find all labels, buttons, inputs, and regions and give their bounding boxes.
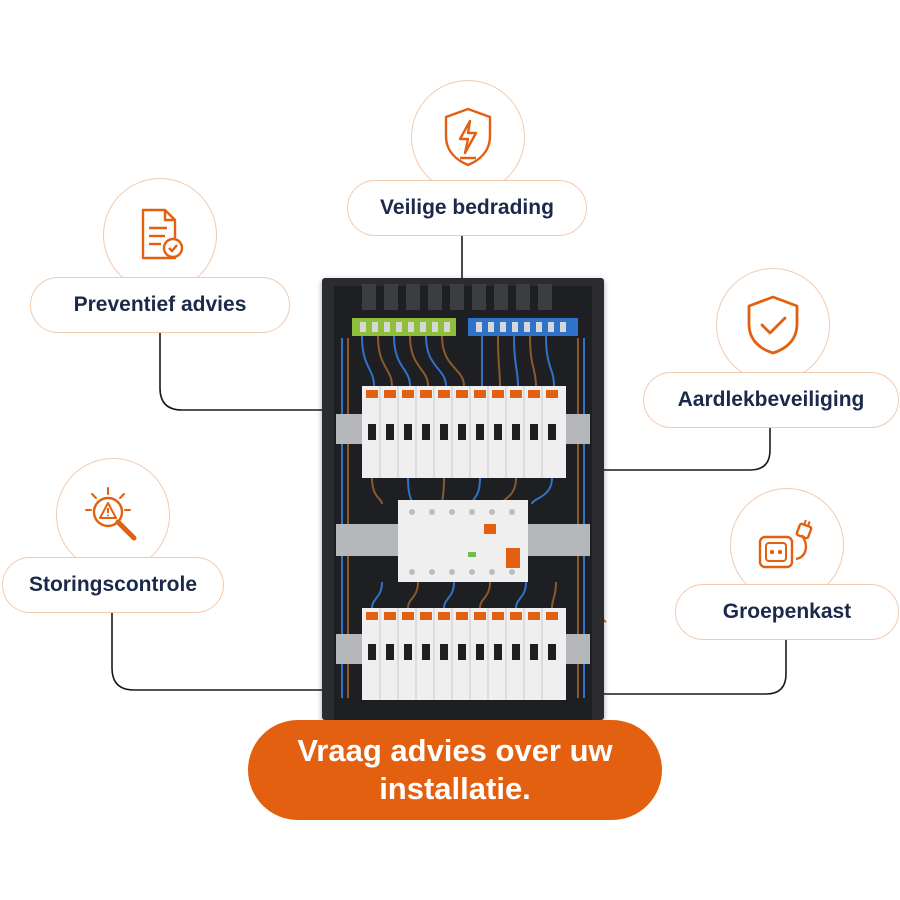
cta-button[interactable]: Vraag advies over uw installatie.: [248, 720, 662, 820]
preventief-advies-label: Preventief advies: [30, 277, 290, 333]
preventief-advies-icon-circle: [103, 178, 217, 292]
aardlekbeveiliging-text: Aardlekbeveiliging: [677, 388, 865, 411]
electrical-panel-image: [322, 278, 604, 720]
aardlekbeveiliging-icon-circle: [716, 268, 830, 382]
shield-check-icon: [747, 295, 799, 355]
socket-plug-icon: [758, 519, 813, 569]
document-check-icon: [141, 208, 184, 260]
veilige-bedrading-label: Veilige bedrading: [347, 180, 587, 236]
aardlekbeveiliging-label: Aardlekbeveiliging: [643, 372, 899, 428]
storingscontrole-label: Storingscontrole: [2, 557, 224, 613]
storingscontrole-icon-circle: [56, 458, 170, 572]
cta-text: Vraag advies over uw installatie.: [297, 733, 613, 806]
veilige-bedrading-icon-circle: [411, 80, 525, 194]
groepenkast-text: Groepenkast: [722, 600, 852, 623]
veilige-bedrading-text: Veilige bedrading: [380, 196, 554, 219]
shield-lightning-icon: [444, 107, 492, 167]
magnifier-warning-icon: [85, 487, 137, 541]
preventief-advies-text: Preventief advies: [73, 293, 247, 316]
groepenkast-icon-circle: [730, 488, 844, 602]
storingscontrole-text: Storingscontrole: [28, 573, 197, 596]
groepenkast-label: Groepenkast: [675, 584, 899, 640]
